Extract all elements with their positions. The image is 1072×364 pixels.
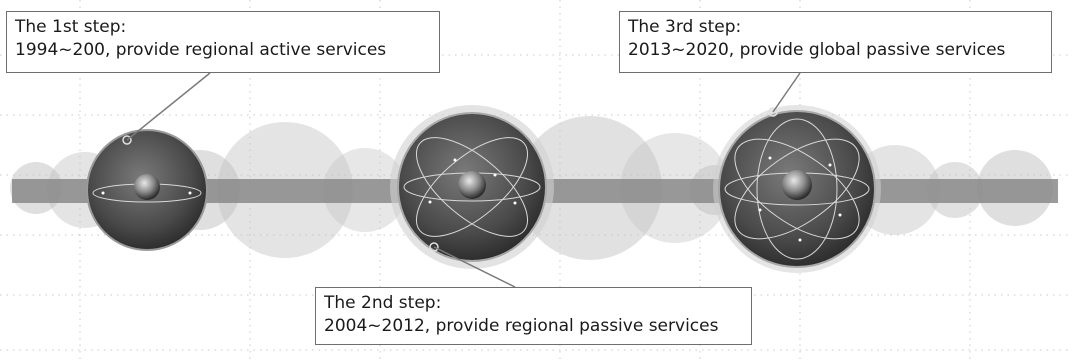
satellite-icon <box>429 242 439 252</box>
satellite-icon <box>122 135 132 145</box>
step-1-description: 1994~200, provide regional active servic… <box>15 40 387 60</box>
step-2-sphere <box>390 105 554 269</box>
step-3-sphere <box>713 105 881 273</box>
step-2-callout: The 2nd step: 2004~2012, provide regiona… <box>315 287 752 345</box>
step-3-title: The 3rd step: <box>628 17 742 37</box>
step-3-callout: The 3rd step: 2013~2020, provide global … <box>619 11 1052 73</box>
step-2-description: 2004~2012, provide regional passive serv… <box>324 316 719 336</box>
leader-lines <box>126 72 801 288</box>
step-1-title: The 1st step: <box>15 17 127 37</box>
step-1-sphere <box>86 129 208 251</box>
earth-icon <box>782 170 812 200</box>
earth-icon <box>134 174 160 200</box>
satellite-icon <box>768 107 778 117</box>
earth-icon <box>458 171 486 199</box>
step-1-callout: The 1st step: 1994~200, provide regional… <box>6 11 440 73</box>
step-2-title: The 2nd step: <box>324 293 442 313</box>
step-3-description: 2013~2020, provide global passive servic… <box>628 40 1006 60</box>
